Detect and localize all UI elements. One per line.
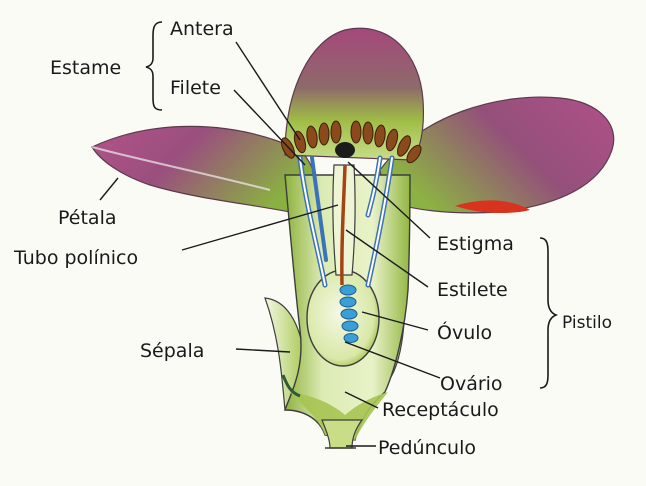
estame-brace	[146, 22, 162, 110]
label-estilete: Estilete	[437, 279, 508, 301]
pistilo-brace	[540, 238, 556, 388]
label-petala: Pétala	[58, 207, 116, 229]
label-tubo-polinico: Tubo polínico	[13, 247, 138, 269]
stigma	[335, 142, 355, 158]
label-ovario: Ovário	[440, 373, 503, 395]
label-pistilo: Pistilo	[562, 313, 612, 333]
label-ovulo: Óvulo	[437, 320, 492, 344]
label-antera: Antera	[170, 18, 234, 40]
label-estame: Estame	[50, 57, 121, 79]
label-sepala: Sépala	[140, 340, 204, 362]
label-pedunculo: Pedúnculo	[378, 437, 476, 459]
label-receptaculo: Receptáculo	[382, 399, 499, 421]
label-filete: Filete	[170, 77, 221, 99]
label-estigma: Estigma	[437, 233, 514, 255]
